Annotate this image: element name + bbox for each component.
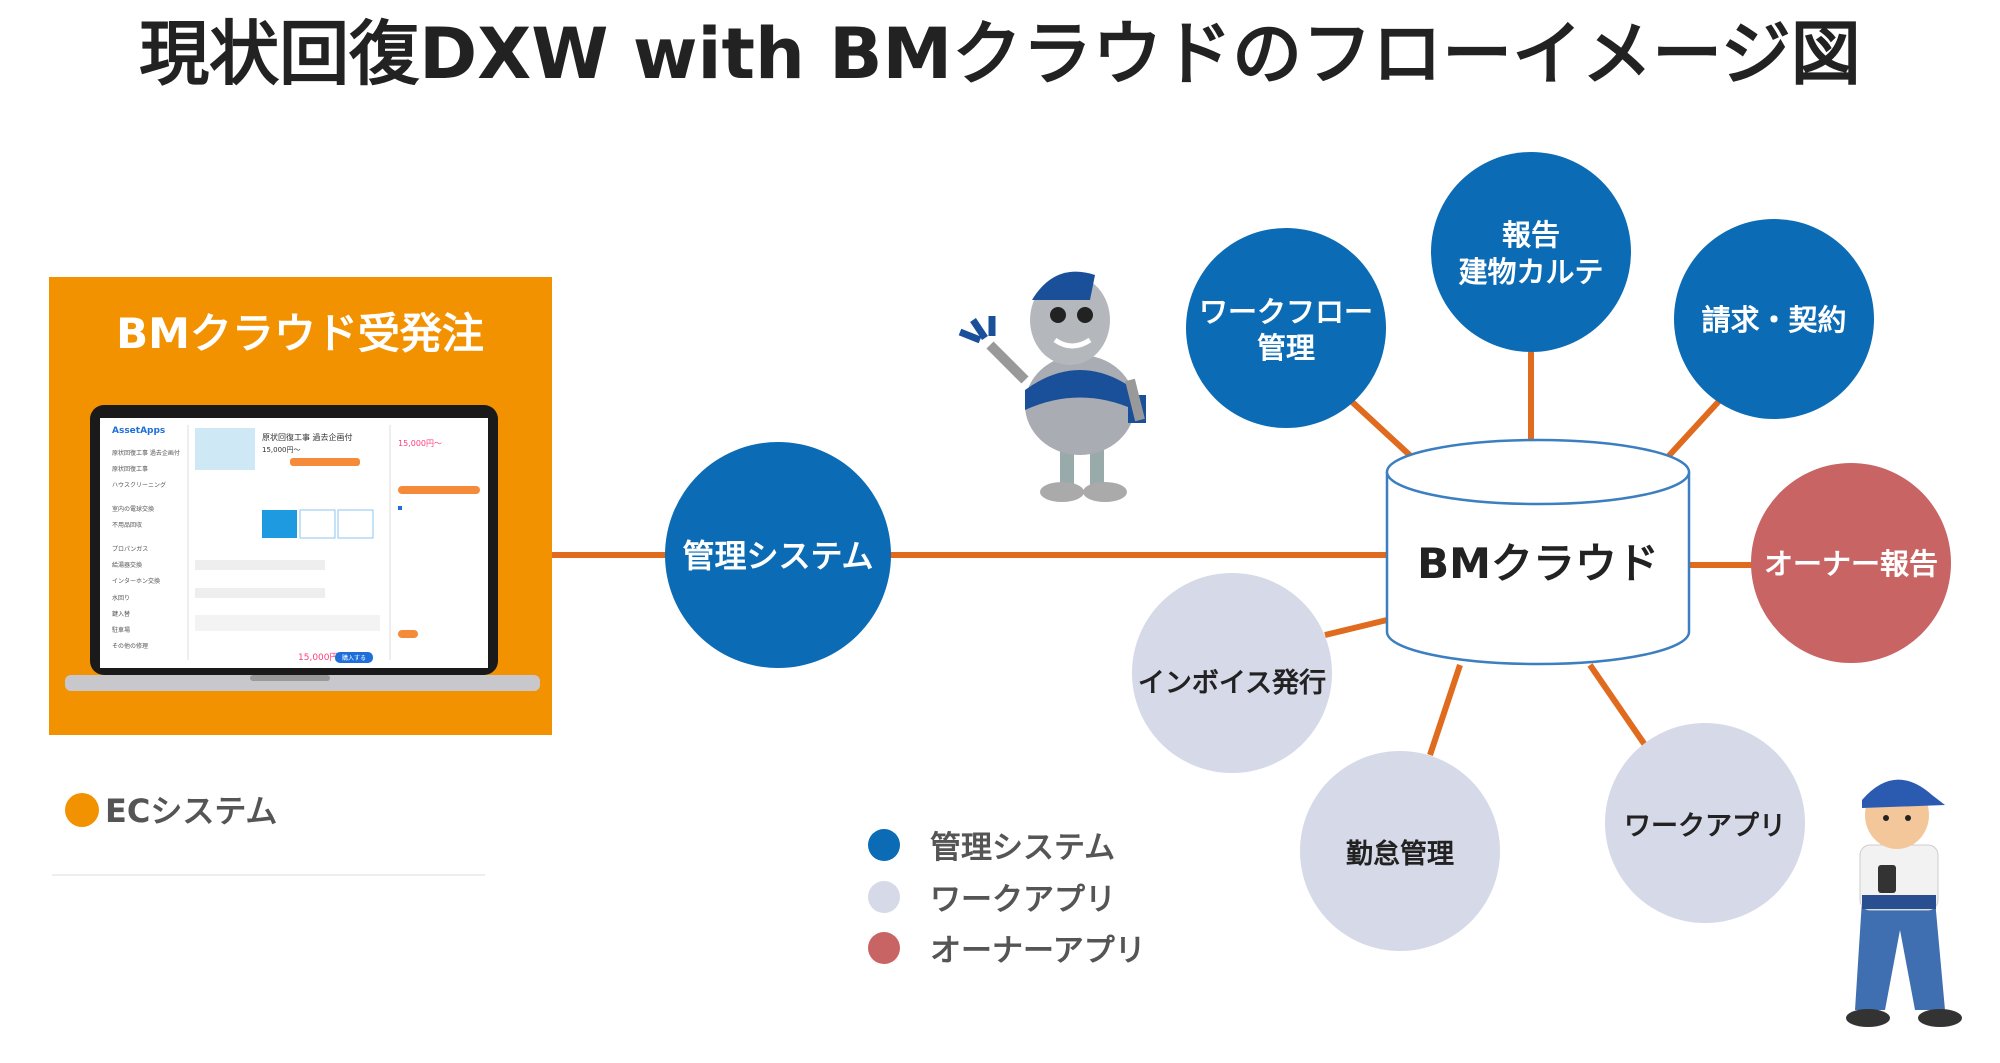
svg-text:建物カルテ: 建物カルテ [1458, 255, 1603, 289]
legend-dot-workapp [868, 881, 900, 913]
svg-text:水回り: 水回り [112, 594, 130, 602]
page-title: 現状回復DXW with BMクラウドのフローイメージ図 [139, 13, 1861, 95]
svg-text:インターホン交換: インターホン交換 [112, 577, 160, 585]
svg-text:インボイス発行: インボイス発行 [1138, 667, 1326, 699]
svg-text:請求・契約: 請求・契約 [1701, 303, 1846, 337]
line-workflow [1347, 397, 1418, 463]
node-kintai [1300, 751, 1500, 951]
database-cylinder-icon [1385, 438, 1691, 666]
svg-text:鍵入替: 鍵入替 [112, 610, 130, 618]
svg-text:15,000円〜: 15,000円〜 [298, 652, 348, 663]
svg-text:ワークフロー: ワークフロー [1199, 295, 1373, 329]
svg-text:室内の電球交換: 室内の電球交換 [112, 505, 154, 513]
svg-text:15,000円〜: 15,000円〜 [262, 446, 301, 454]
legend-dot-owner [868, 932, 900, 964]
ec-panel-heading: BMクラウド受発注 [116, 309, 484, 358]
laptop-icon: AssetApps 原状回復工事 過去企画付 原状回復工事 ハウスクリーニング … [65, 405, 540, 691]
svg-text:管理システム: 管理システム [682, 537, 873, 575]
legend-dot-kanri [868, 829, 900, 861]
svg-text:管理システム: 管理システム [930, 830, 1115, 866]
svg-text:原状回復工事: 原状回復工事 [112, 465, 148, 473]
node-invoice [1132, 573, 1332, 773]
svg-text:その他の修理: その他の修理 [112, 642, 148, 650]
svg-text:不用品回収: 不用品回収 [112, 522, 142, 529]
svg-text:オーナー報告: オーナー報告 [1764, 547, 1938, 581]
svg-text:プロパンガス: プロパンガス [112, 545, 148, 553]
svg-text:駐車場: 駐車場 [112, 626, 130, 634]
svg-text:ハウスクリーニング: ハウスクリーニング [112, 481, 166, 489]
svg-text:ワークアプリ: ワークアプリ [1624, 811, 1786, 842]
node-seikyu [1674, 219, 1874, 419]
svg-text:オーナーアプリ: オーナーアプリ [930, 933, 1146, 969]
node-owner-houkoku [1751, 463, 1951, 663]
svg-text:購入する: 購入する [342, 654, 366, 662]
screen-product-title: 原状回復工事 過去企画付 [262, 432, 353, 442]
svg-text:原状回復工事 過去企画付: 原状回復工事 過去企画付 [112, 449, 180, 457]
screen-cta-button [335, 652, 373, 663]
line-seikyu [1662, 397, 1723, 463]
svg-text:管理: 管理 [1257, 331, 1315, 365]
screen-sidebar: 原状回復工事 過去企画付 原状回復工事 ハウスクリーニング 室内の電球交換 不用… [112, 449, 180, 650]
node-workapp [1605, 723, 1805, 923]
line-workapp [1587, 663, 1648, 747]
screen-brand: AssetApps [112, 426, 165, 436]
worker-mascot-icon [1846, 779, 1962, 1027]
node-kanri-system [665, 442, 891, 668]
ec-legend-dot [65, 793, 99, 827]
robot-mascot-icon [958, 271, 1146, 502]
svg-text:15,000円〜: 15,000円〜 [398, 439, 442, 448]
svg-text:勤怠管理: 勤怠管理 [1346, 838, 1454, 870]
node-bm-cloud: BMクラウド [1417, 539, 1659, 588]
node-workflow [1186, 228, 1386, 428]
svg-text:給湯器交換: 給湯器交換 [112, 561, 142, 569]
line-invoice [1324, 617, 1388, 638]
svg-text:ワークアプリ: ワークアプリ [930, 882, 1116, 918]
legend: 管理システム ワークアプリ オーナーアプリ [868, 829, 1146, 969]
svg-text:報告: 報告 [1502, 218, 1560, 252]
ec-legend-label: ECシステム [105, 792, 277, 830]
line-kintai [1427, 664, 1463, 756]
node-houkoku [1431, 152, 1631, 352]
